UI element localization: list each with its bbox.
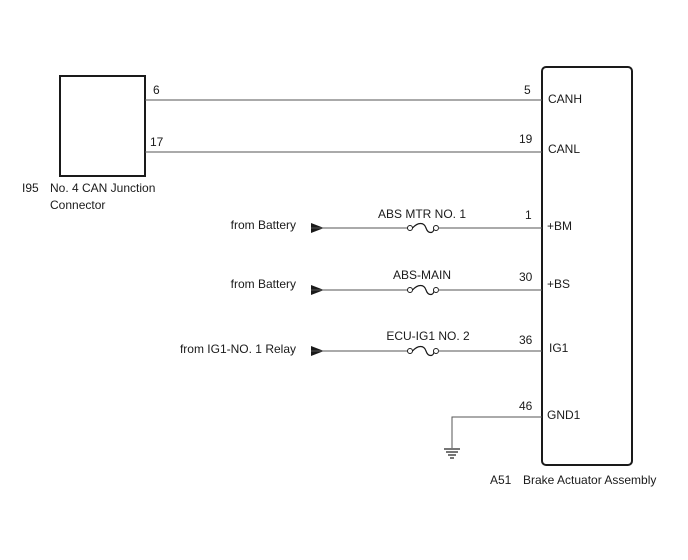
junction-pin-canl: 17: [150, 135, 164, 149]
feed-source-bs: from Battery: [231, 277, 296, 291]
actuator-terminal-bm: +BM: [547, 219, 572, 233]
actuator-pin-canh: 5: [524, 83, 531, 97]
ground-icon: [444, 448, 460, 459]
junction-pin-canh: 6: [153, 83, 160, 97]
feed-source-bm: from Battery: [231, 218, 296, 232]
actuator-terminal-canh: CANH: [548, 92, 582, 106]
fuse-label-ecu-ig1: ECU-IG1 NO. 2: [386, 329, 470, 343]
actuator-pin-ig1: 36: [519, 333, 533, 347]
junction-connector-box: [59, 75, 146, 177]
actuator-terminal-gnd1: GND1: [547, 408, 581, 422]
actuator-pin-gnd1: 46: [519, 399, 533, 413]
actuator-terminal-ig1: IG1: [549, 341, 569, 355]
actuator-pin-canl: 19: [519, 132, 533, 146]
actuator-terminal-canl: CANL: [548, 142, 580, 156]
fuse-icon: [407, 284, 439, 296]
fuse-icon: [407, 345, 439, 357]
actuator-pin-bs: 30: [519, 270, 533, 284]
junction-connector-name-line1: No. 4 CAN Junction: [50, 181, 155, 195]
fuse-icon: [407, 222, 439, 234]
actuator-pin-bm: 1: [525, 208, 532, 222]
junction-connector-name-line2: Connector: [50, 198, 105, 212]
brake-actuator-box: [541, 66, 633, 466]
gnd-wire: [451, 416, 542, 448]
fuse-label-abs-main: ABS-MAIN: [393, 268, 451, 282]
actuator-terminal-bs: +BS: [547, 277, 570, 291]
junction-connector-code: I95: [22, 181, 39, 195]
actuator-code: A51: [490, 473, 512, 487]
fuse-label-abs-mtr: ABS MTR NO. 1: [378, 207, 466, 221]
feed-source-ig1: from IG1-NO. 1 Relay: [180, 342, 296, 356]
actuator-name: Brake Actuator Assembly: [523, 473, 656, 487]
